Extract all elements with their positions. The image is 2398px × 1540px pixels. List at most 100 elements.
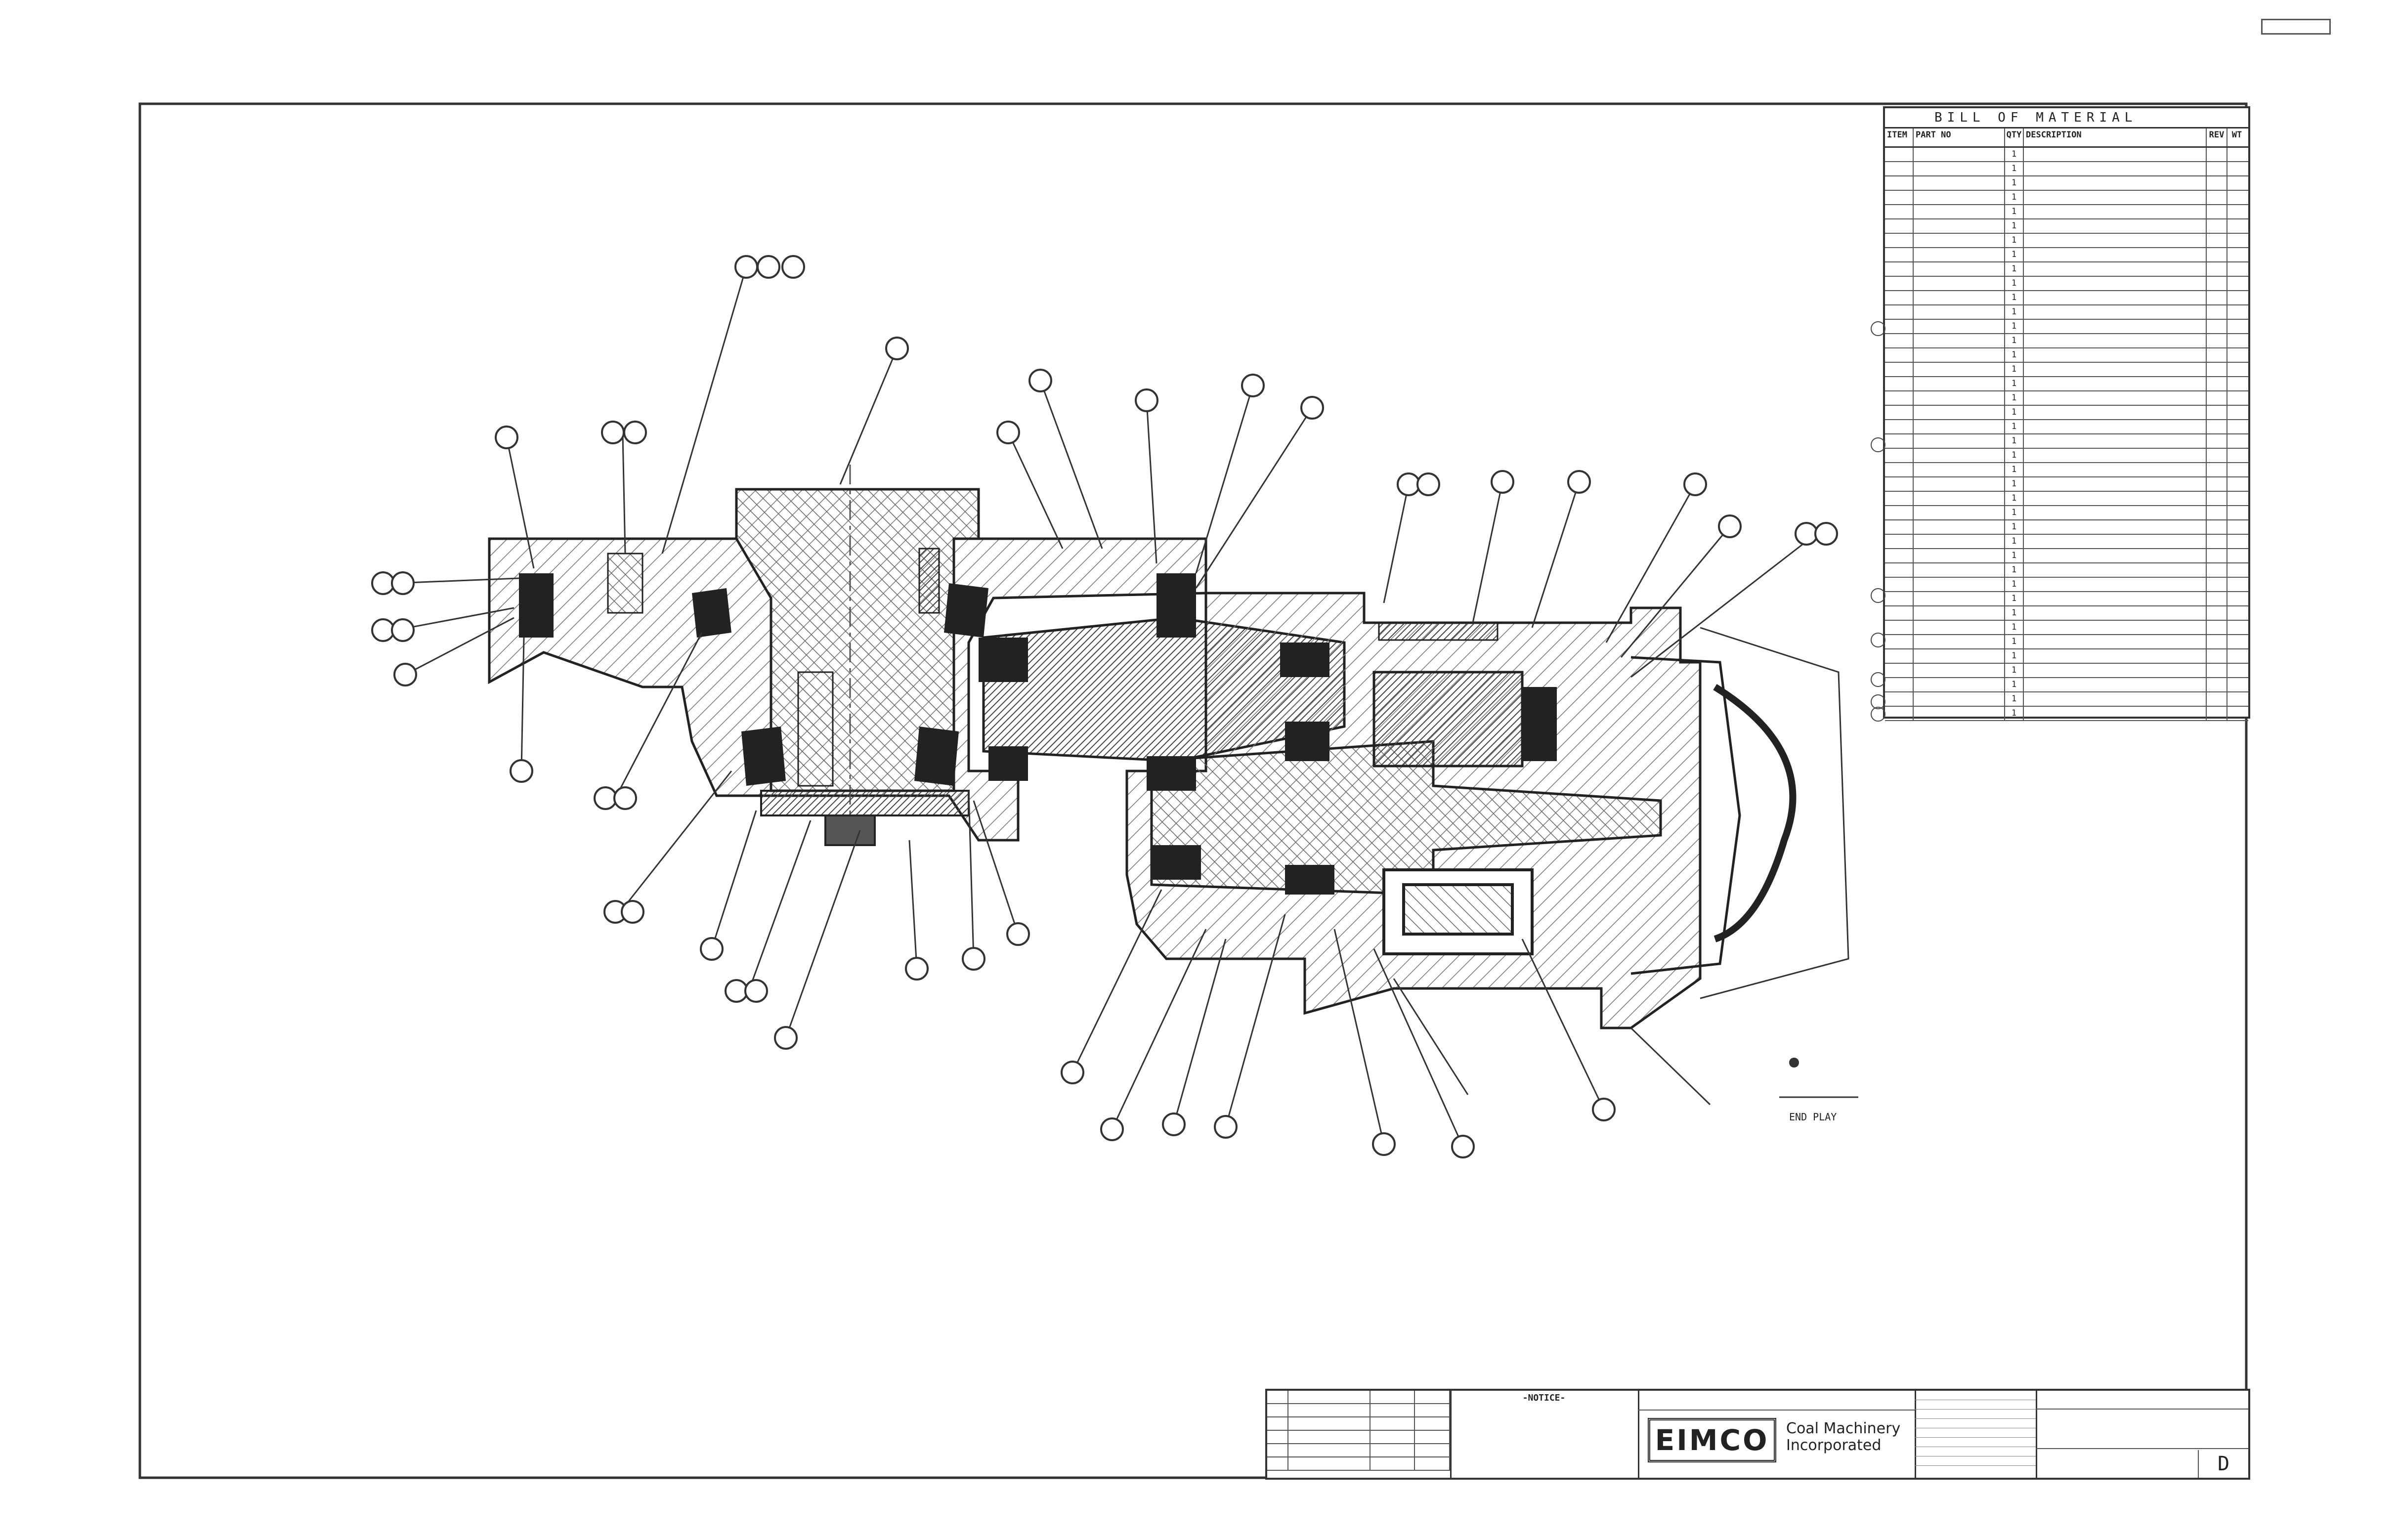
- bom-cell-part: [1914, 635, 2005, 648]
- bom-cell-qty: 1: [2005, 191, 2024, 204]
- bom-cell-part: [1914, 219, 2005, 233]
- bom-cell-qty: 1: [2005, 692, 2024, 706]
- revision-cell-by: [1415, 1457, 1451, 1470]
- bom-row: 1: [1885, 219, 2248, 234]
- bom-cell-item: [1885, 162, 1914, 175]
- bom-cell-qty: 1: [2005, 635, 2024, 648]
- bom-cell-wt: [2227, 649, 2246, 663]
- bom-cell-rev: [2207, 248, 2227, 261]
- bom-cell-desc: [2024, 377, 2207, 390]
- bom-cell-wt: [2227, 434, 2246, 448]
- bom-cell-wt: [2227, 148, 2246, 161]
- retainer-block: [824, 814, 876, 846]
- bom-cell-part: [1914, 592, 2005, 605]
- bom-cell-qty: 1: [2005, 506, 2024, 519]
- cover-outline: [1700, 627, 1849, 999]
- reference-balloon: [1683, 472, 1707, 496]
- notice-title: -NOTICE-: [1522, 1393, 1566, 1403]
- bom-row: 1: [1885, 592, 2248, 606]
- revision-cell-rev: [1267, 1457, 1288, 1470]
- bom-row: 1: [1885, 492, 2248, 506]
- bom-cell-item: [1885, 377, 1914, 390]
- bom-row: 1: [1885, 635, 2248, 649]
- bom-cell-rev: [2207, 434, 2227, 448]
- reference-balloon: [1491, 470, 1514, 494]
- bom-cell-qty: 1: [2005, 707, 2024, 720]
- bom-cell-item: [1885, 592, 1914, 605]
- bom-cell-qty: 1: [2005, 449, 2024, 462]
- bom-cell-rev: [2207, 305, 2227, 319]
- drawing-info: [1915, 1391, 2037, 1478]
- bom-cell-rev: [2207, 449, 2227, 462]
- bom-row: 1: [1885, 692, 2248, 707]
- notice-body: [1450, 1403, 1638, 1407]
- reference-balloon: [1028, 369, 1052, 392]
- bom-cell-item: [1885, 348, 1914, 362]
- bom-cell-part: [1914, 248, 2005, 261]
- bom-row: 1: [1885, 535, 2248, 549]
- gear-teeth: [918, 548, 940, 614]
- revision-marker: [1871, 437, 1885, 452]
- bom-cell-rev: [2207, 320, 2227, 333]
- revision-marker: [1871, 588, 1885, 603]
- bom-cell-part: [1914, 348, 2005, 362]
- reference-balloon: [774, 1026, 798, 1050]
- bom-cell-part: [1914, 176, 2005, 190]
- reference-balloon: [1372, 1132, 1396, 1156]
- bom-cell-wt: [2227, 291, 2246, 304]
- bom-row: 1: [1885, 391, 2248, 406]
- bom-cell-wt: [2227, 377, 2246, 390]
- bom-cell-item: [1885, 262, 1914, 276]
- bom-header-description: DESCRIPTION: [2024, 128, 2207, 146]
- bom-cell-wt: [2227, 506, 2246, 519]
- bom-row: 1: [1885, 320, 2248, 334]
- end-play-note: [1779, 1058, 1858, 1098]
- bom-cell-qty: 1: [2005, 148, 2024, 161]
- revision-cell-date: [1370, 1404, 1415, 1416]
- bom-row: 1: [1885, 176, 2248, 191]
- bom-cell-desc: [2024, 434, 2207, 448]
- bom-cell-wt: [2227, 262, 2246, 276]
- bom-cell-part: [1914, 162, 2005, 175]
- reference-balloon: [781, 255, 805, 279]
- bom-row: 1: [1885, 277, 2248, 291]
- reference-balloon: [391, 571, 415, 595]
- bom-cell-part: [1914, 549, 2005, 562]
- bom-cell-qty: 1: [2005, 606, 2024, 620]
- bom-cell-item: [1885, 492, 1914, 505]
- reference-balloon: [371, 618, 395, 642]
- reference-balloon: [1592, 1098, 1616, 1121]
- bom-cell-rev: [2207, 463, 2227, 476]
- bom-cell-desc: [2024, 563, 2207, 577]
- bom-cell-rev: [2207, 664, 2227, 677]
- bom-cell-rev: [2207, 205, 2227, 218]
- bom-cell-qty: 1: [2005, 406, 2024, 419]
- bom-cell-part: [1914, 621, 2005, 634]
- bom-cell-item: [1885, 563, 1914, 577]
- bom-row: 1: [1885, 520, 2248, 535]
- bom-cell-qty: 1: [2005, 621, 2024, 634]
- reference-balloon: [1100, 1117, 1124, 1141]
- drawing-title: [2036, 1410, 2248, 1449]
- bom-cell-qty: 1: [2005, 477, 2024, 491]
- bom-cell-rev: [2207, 277, 2227, 290]
- drawing-revision: D: [2198, 1450, 2248, 1478]
- bom-cell-item: [1885, 477, 1914, 491]
- bom-row: 1: [1885, 291, 2248, 305]
- reference-balloon: [700, 937, 724, 961]
- bom-cell-rev: [2207, 234, 2227, 247]
- reference-balloons: [371, 255, 1838, 1158]
- bom-cell-desc: [2024, 463, 2207, 476]
- bom-cell-item: [1885, 406, 1914, 419]
- bom-cell-wt: [2227, 305, 2246, 319]
- reference-balloon: [1135, 388, 1158, 412]
- bom-cell-item: [1885, 678, 1914, 691]
- reference-balloon: [623, 421, 647, 444]
- revision-cell-by: [1415, 1417, 1451, 1430]
- bom-cell-item: [1885, 506, 1914, 519]
- end-play-label: END PLAY: [1789, 1111, 1837, 1123]
- bom-row: 1: [1885, 162, 2248, 176]
- bom-header-rev: REV: [2207, 128, 2227, 146]
- bom-cell-qty: 1: [2005, 520, 2024, 534]
- bom-cell-wt: [2227, 248, 2246, 261]
